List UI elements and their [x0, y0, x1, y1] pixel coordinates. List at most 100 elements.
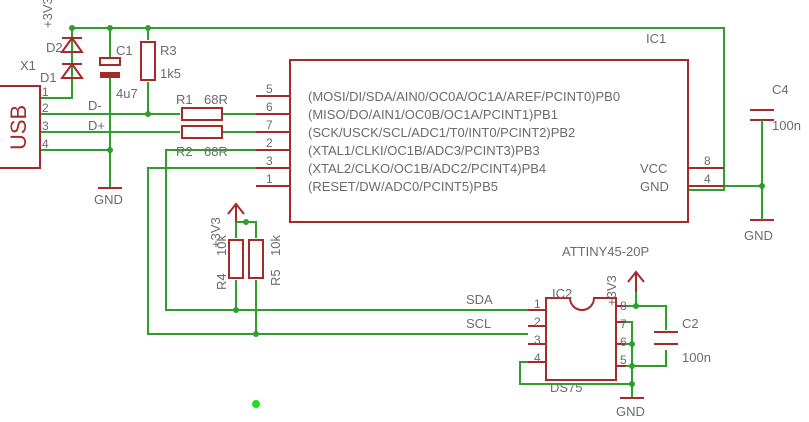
wires [40, 27, 763, 394]
d1-label: D1 [40, 70, 57, 85]
ic1-pin-name: (XTAL2/CLKO/OC1B/ADC2/PCINT4)PB4 [308, 161, 546, 176]
r1-label: R1 [176, 92, 193, 107]
usb-pin-number: 4 [42, 137, 49, 151]
resistor-r4: R4 10k [214, 235, 244, 290]
r1-value: 68R [204, 92, 228, 107]
ic1-pin-name: (MISO/DO/AIN1/OC0B/OC1A/PCINT1)PB1 [308, 107, 558, 122]
resistor-r3: R3 1k5 [140, 41, 181, 81]
r2-value: 68R [204, 144, 228, 159]
r4-value: 10k [214, 235, 229, 256]
ic2-part: DS75 [550, 380, 583, 395]
c4-label: C4 [772, 82, 789, 97]
resistor-r5: R5 10k [248, 235, 283, 286]
ic1-pin-name: GND [640, 179, 669, 194]
supply-3v3-r4r5: +3V3 [208, 202, 245, 248]
junction-dot [629, 363, 635, 369]
ic1-pin-number: 3 [266, 154, 273, 168]
c4-value: 100n [772, 118, 801, 133]
ic2-pin-number: 1 [534, 297, 541, 311]
capacitor-c4: C4 100n [750, 82, 801, 133]
usb-connector-x1: USB X1 1 2 3 4 D- D+ [0, 58, 105, 169]
c2-label: C2 [682, 316, 699, 331]
gnd-label: GND [94, 192, 123, 207]
ic1-pin-number: 8 [704, 154, 711, 168]
r5-label: R5 [268, 269, 283, 286]
r1-body [181, 107, 223, 121]
x1-label: X1 [20, 58, 36, 73]
ic1-pin-number: 5 [266, 82, 273, 96]
ic1-left-pins: 5 6 7 2 3 1 (MOSI/DI/SDA/AIN0/OC0A/OC1A/… [256, 82, 620, 194]
gnd-label: GND [616, 404, 645, 419]
ic1-pin-name: (RESET/DW/ADC0/PCINT5)PB5 [308, 179, 498, 194]
wire-ic2-c2-bottom [626, 350, 667, 367]
gnd-symbol-right: GND [744, 210, 774, 243]
d2-label: D2 [46, 40, 63, 55]
gnd-symbol-c1: GND [94, 187, 123, 207]
usb-pin-number: 3 [42, 119, 49, 133]
usb-pin-number: 2 [42, 101, 49, 115]
r3-label: R3 [160, 43, 177, 58]
junction-dot [107, 25, 113, 31]
wire-r4-r5-top [236, 221, 257, 238]
r4-body [228, 239, 244, 279]
supply-3v3-ic2: +3V3 [604, 270, 645, 306]
c1-label: C1 [116, 43, 133, 58]
usb-connector-outline [0, 85, 41, 169]
r3-body [140, 41, 156, 81]
origin-marker [252, 400, 260, 408]
supply-3v3-label: +3V3 [604, 275, 619, 306]
junction-dot [233, 307, 239, 313]
r3-value: 1k5 [160, 66, 181, 81]
resistor-r1: R1 68R [176, 92, 228, 121]
r5-body [248, 239, 264, 279]
junction-dot [107, 147, 113, 153]
ic2-pin-number: 5 [620, 353, 627, 367]
ic2-label: IC2 [552, 286, 572, 301]
resistor-r2: R2 68R [176, 125, 228, 159]
gnd-symbol-ic2: GND [616, 384, 645, 419]
ic2-pin-number: 3 [534, 333, 541, 347]
ic2-pin-number: 4 [534, 351, 541, 365]
usb-label: USB [6, 105, 31, 150]
ic1-pin-number: 7 [266, 118, 273, 132]
junction-dot [629, 341, 635, 347]
r5-value: 10k [268, 235, 283, 256]
junction-dot [759, 183, 765, 189]
dplus-label: D+ [88, 118, 105, 133]
ic1-pin-number: 6 [266, 100, 273, 114]
wire-ic2-pins-567 [626, 321, 633, 394]
junction-dot [243, 219, 249, 225]
junction-dot [145, 25, 151, 31]
ic2-ds75: IC2 DS75 1 2 3 4 8 7 6 5 [528, 286, 627, 395]
capacitor-c1: C1 4u7 [99, 43, 138, 101]
ic1-attiny45: IC1 ATTINY45-20P 5 6 7 2 3 1 (MOSI/DI/SD… [256, 31, 724, 259]
ic1-pin-name: VCC [640, 161, 667, 176]
junction-dot [633, 303, 639, 309]
wire-ic2-c2-top [636, 305, 667, 330]
wire-ic2-pin4-gnd [519, 361, 632, 385]
c1-plate-bottom [100, 72, 120, 78]
supply-3v3-label: +3V3 [208, 217, 223, 248]
ic1-pin-number: 2 [266, 136, 273, 150]
ic1-pin-number: 4 [704, 172, 711, 186]
supply-3v3-label: +3V3 [40, 0, 55, 28]
diode-d1: D1 [40, 62, 84, 85]
ic1-pin-name: (MOSI/DI/SDA/AIN0/OC0A/OC1A/AREF/PCINT0)… [308, 89, 620, 104]
c1-value: 4u7 [116, 86, 138, 101]
r2-body [181, 125, 223, 139]
scl-net-label: SCL [466, 316, 491, 331]
gnd-label: GND [744, 228, 773, 243]
junction-dot [69, 25, 75, 31]
diode-triangle [60, 36, 84, 53]
junctions [69, 25, 765, 387]
supply-arrow [627, 270, 645, 292]
ic2-pin-number: 8 [620, 299, 627, 313]
capacitor-c2: C2 100n [654, 316, 711, 365]
r2-label: R2 [176, 144, 193, 159]
ic1-pin-number: 1 [266, 172, 273, 186]
ic2-pin-number: 6 [620, 335, 627, 349]
diode-triangle [60, 62, 84, 79]
ic2-pin-number: 7 [620, 317, 627, 331]
wire-pb4 [147, 167, 528, 335]
